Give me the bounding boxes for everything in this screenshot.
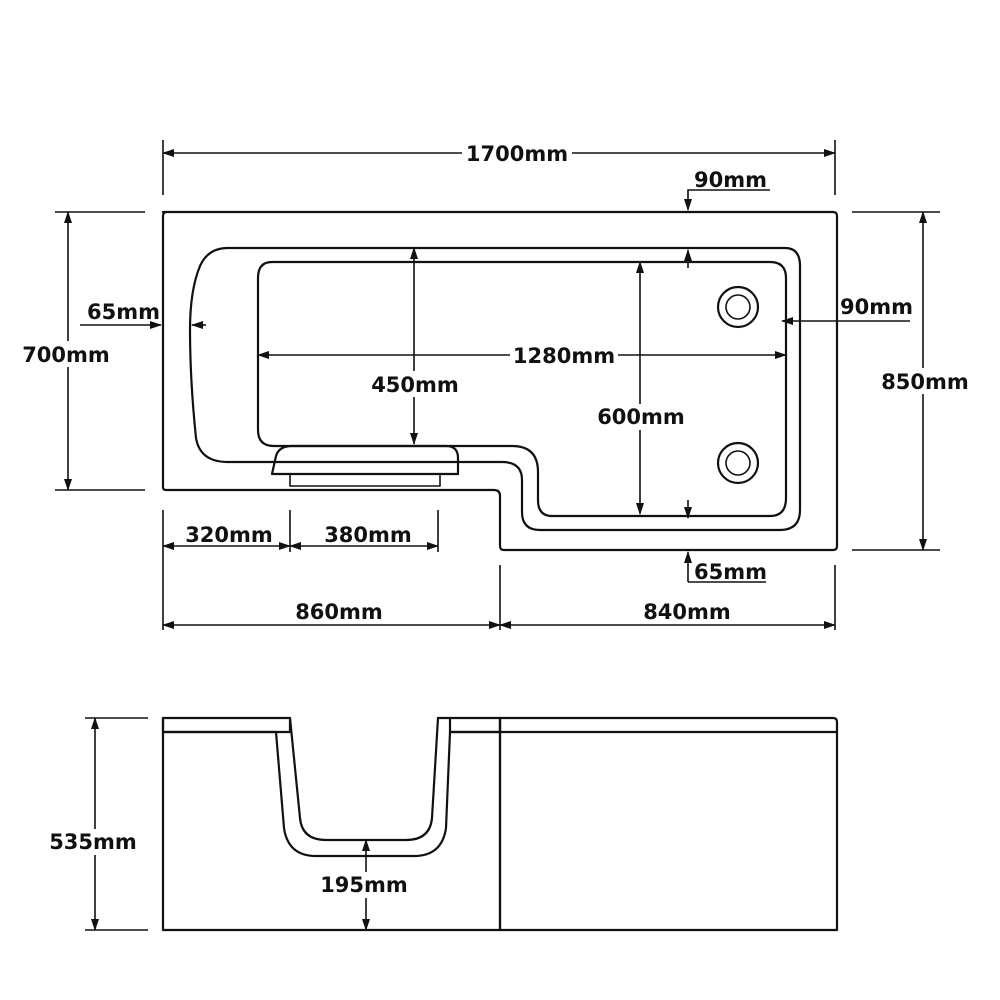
dim-left-section-label: 860mm	[295, 600, 383, 624]
plan-rim-outline	[188, 246, 802, 532]
plan-jet-bottom	[716, 441, 760, 485]
plan-extension-lines	[55, 140, 940, 630]
dim-inner-length-label: 1280mm	[513, 344, 615, 368]
dim-bottom-rim-label: 65mm	[694, 560, 767, 584]
plan-jet-top	[716, 285, 760, 329]
elevation-door-inner	[288, 716, 440, 842]
elevation-door-panel	[161, 716, 502, 734]
plan-basin-outline	[256, 260, 788, 518]
dim-top-rim-leader	[684, 189, 770, 211]
dim-left-rim-label: 65mm	[87, 300, 160, 324]
dim-door-offset-label: 320mm	[185, 523, 273, 547]
plan-seat-base	[289, 474, 441, 487]
dim-right-rim-label: 90mm	[840, 295, 913, 319]
plan-view: 1700mm 90mm 65mm 90mm 700mm 850mm 1280mm…	[22, 140, 970, 630]
dim-height-right-label: 850mm	[881, 370, 969, 394]
dim-door-width-label: 380mm	[324, 523, 412, 547]
dim-overall-length-label: 1700mm	[466, 142, 568, 166]
dim-bath-height-label: 535mm	[49, 830, 137, 854]
plan-seat	[270, 444, 460, 476]
elevation-end-panel	[498, 716, 839, 932]
dim-seat-depth-label: 450mm	[371, 373, 459, 397]
dim-top-rim-label: 90mm	[694, 168, 767, 192]
dim-right-section-label: 840mm	[643, 600, 731, 624]
front-elevation: 535mm 195mm	[48, 716, 839, 932]
plan-outer-outline	[161, 210, 839, 552]
elevation-door-outer	[274, 730, 452, 858]
dim-height-left-label: 700mm	[22, 343, 110, 367]
dim-inner-width-label: 600mm	[597, 405, 685, 429]
dim-step-height-label: 195mm	[320, 873, 408, 897]
